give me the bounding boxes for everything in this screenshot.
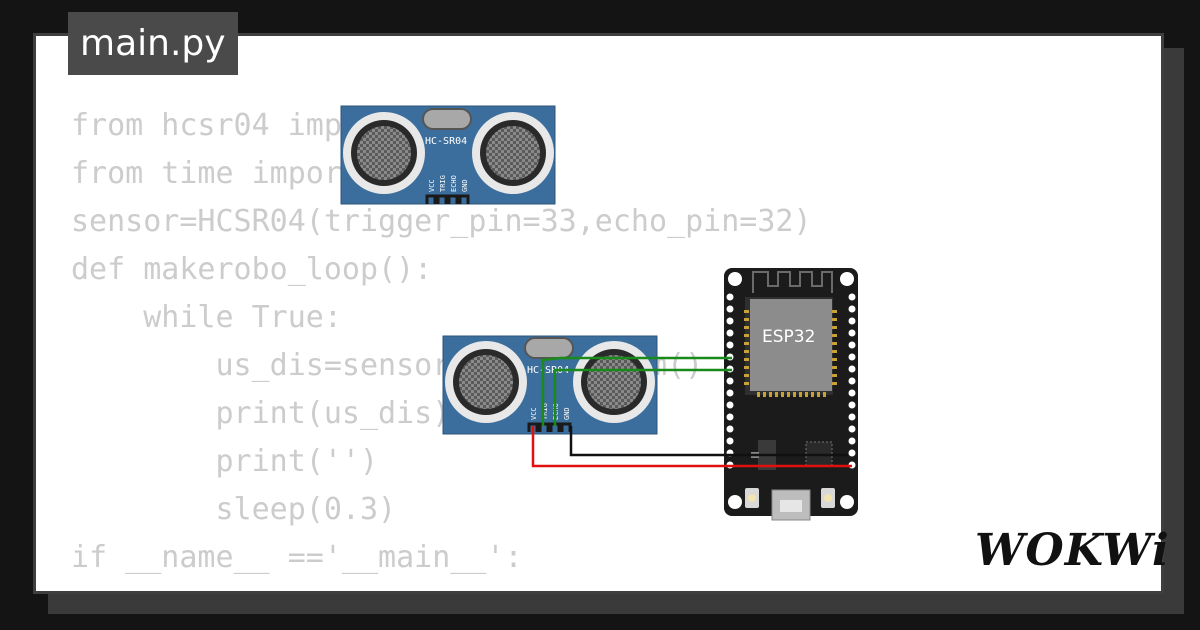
- code-line: sleep(0.3): [71, 492, 397, 527]
- wires: [531, 356, 852, 468]
- wire-trig: [541, 356, 732, 426]
- ultrasonic-sensor-1[interactable]: HC-SR04 VCC TRIG ECHO GND: [340, 105, 556, 205]
- file-tab[interactable]: main.py: [68, 12, 238, 75]
- wire-gnd: [569, 426, 848, 457]
- code-editor: from hcsr04 import HCSR04 from time impo…: [71, 102, 812, 591]
- sensor-1-pin-label: ECHO: [450, 175, 458, 192]
- sensor-1-pin-label: TRIG: [439, 175, 447, 192]
- wire-vcc: [531, 426, 852, 468]
- ultrasonic-sensor-2[interactable]: HC-SR04 VCC TRIG ECHO GND: [442, 335, 658, 435]
- code-line: while True:: [71, 300, 342, 335]
- code-line: makerobo_loop(): [71, 582, 812, 591]
- wire-echo: [553, 368, 732, 426]
- sensor-2-label: HC-SR04: [527, 365, 569, 376]
- code-line: def makerobo_loop():: [71, 252, 433, 287]
- sensor-2-pin-label: VCC: [530, 407, 538, 420]
- code-line: print(us_dis): [71, 396, 451, 431]
- code-line: print(''): [71, 444, 379, 479]
- sensor-2-pin-label: TRIG: [541, 403, 549, 420]
- preview-card: from hcsr04 import HCSR04 from time impo…: [33, 33, 1164, 594]
- esp32-board[interactable]: ESP32: [724, 268, 858, 521]
- sensor-1-pin-label: GND: [461, 179, 469, 192]
- code-line: if __name__ =='__main__':: [71, 540, 523, 575]
- esp32-chip-label: ESP32: [762, 327, 815, 347]
- sensor-1-label: HC-SR04: [425, 136, 467, 147]
- sensor-1-pin-label: VCC: [428, 179, 436, 192]
- wokwi-logo: WOKWi: [975, 525, 1170, 576]
- code-line: sensor=HCSR04(trigger_pin=33,echo_pin=32…: [71, 204, 812, 239]
- sensor-2-pin-label: GND: [563, 407, 571, 420]
